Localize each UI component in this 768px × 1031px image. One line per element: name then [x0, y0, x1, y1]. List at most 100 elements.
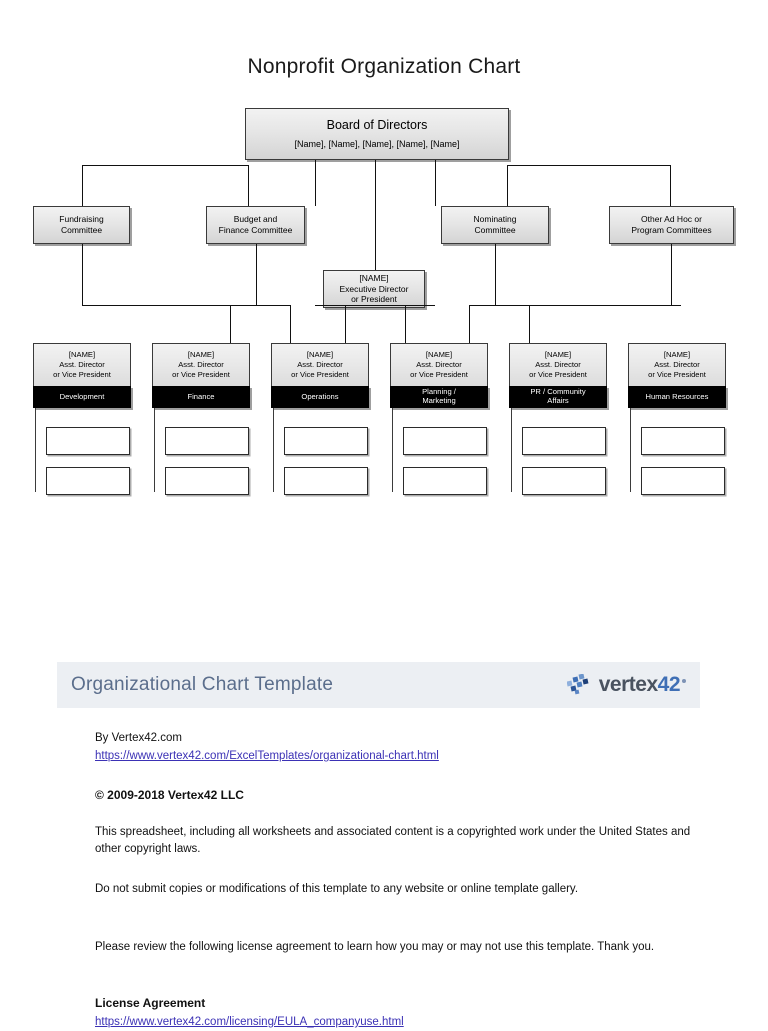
- connector-bus-directors-left: [82, 305, 290, 306]
- committee-line1: Nominating: [473, 214, 517, 225]
- subordinate-box[interactable]: [522, 427, 606, 455]
- connector-drop-director-1: [230, 305, 231, 343]
- director-name: [NAME]: [663, 349, 691, 359]
- director-department-bar[interactable]: PR / Community Affairs: [509, 386, 607, 408]
- connector-subspine-2: [154, 408, 155, 492]
- director-department: Development: [59, 392, 105, 402]
- director-department: Planning /: [422, 387, 456, 397]
- connector-subspine-5: [511, 408, 512, 492]
- connector-bus-board-left: [82, 165, 248, 166]
- connector-drop-director-6: [529, 305, 530, 343]
- subordinate-box[interactable]: [403, 427, 487, 455]
- author-line: By Vertex42.com: [95, 732, 182, 744]
- copyright-line: © 2009-2018 Vertex42 LLC: [95, 788, 244, 802]
- template-url-anchor[interactable]: https://www.vertex42.com/ExcelTemplates/…: [95, 750, 439, 762]
- director-department: Human Resources: [645, 392, 709, 402]
- director-name: [NAME]: [187, 349, 215, 359]
- subordinate-box[interactable]: [165, 427, 249, 455]
- director-column-pr-community-affairs: [NAME] Asst. Director or Vice President …: [509, 343, 607, 408]
- connector-bus-directors-center: [315, 305, 435, 306]
- director-title1: Asst. Director: [297, 359, 343, 369]
- director-header[interactable]: [NAME] Asst. Director or Vice President: [628, 343, 726, 386]
- director-name: [NAME]: [68, 349, 96, 359]
- subordinate-box[interactable]: [284, 427, 368, 455]
- director-title2: or Vice President: [529, 370, 587, 379]
- director-title2: or Vice President: [291, 370, 349, 379]
- committee-box-budget-finance[interactable]: Budget and Finance Committee: [206, 206, 305, 244]
- committee-box-other-adhoc[interactable]: Other Ad Hoc or Program Committees: [609, 206, 734, 244]
- license-url-anchor[interactable]: https://www.vertex42.com/licensing/EULA_…: [95, 1016, 404, 1028]
- connector-drop-budget: [248, 165, 249, 206]
- subordinate-box[interactable]: [46, 467, 130, 495]
- logo-word: vertex: [598, 673, 658, 696]
- executive-name: [NAME]: [359, 273, 389, 284]
- connector-bus-directors-right: [469, 305, 681, 306]
- template-url-link[interactable]: https://www.vertex42.com/ExcelTemplates/…: [95, 748, 695, 765]
- director-header[interactable]: [NAME] Asst. Director or Vice President: [390, 343, 488, 386]
- board-members: [Name], [Name], [Name], [Name], [Name]: [294, 138, 460, 149]
- connector-drop-director-5: [469, 305, 470, 343]
- director-column-planning-marketing: [NAME] Asst. Director or Vice President …: [390, 343, 488, 408]
- director-column-finance: [NAME] Asst. Director or Vice President …: [152, 343, 250, 408]
- director-title1: Asst. Director: [59, 359, 105, 369]
- committee-line1: Fundraising: [59, 214, 104, 225]
- footer-header-band: Organizational Chart Template vertex42: [57, 662, 700, 708]
- subordinate-box[interactable]: [641, 427, 725, 455]
- committee-line1: Budget and: [233, 214, 278, 225]
- executive-line2: or President: [351, 294, 397, 305]
- director-name: [NAME]: [425, 349, 453, 359]
- connector-subspine-1: [35, 408, 36, 492]
- board-of-directors-box[interactable]: Board of Directors [Name], [Name], [Name…: [245, 108, 509, 160]
- committee-line2: Committee: [60, 225, 103, 235]
- license-paragraph-3: Please review the following license agre…: [95, 941, 655, 953]
- committee-line2: Program Committees: [631, 225, 712, 235]
- subordinate-box[interactable]: [46, 427, 130, 455]
- license-heading: License Agreement: [95, 996, 206, 1010]
- connector-board-stub-center: [375, 160, 376, 270]
- connector-drop-fundraising: [82, 165, 83, 206]
- connector-board-stub-left: [315, 160, 316, 206]
- connector-subspine-3: [273, 408, 274, 492]
- director-column-operations: [NAME] Asst. Director or Vice President …: [271, 343, 369, 408]
- director-department-bar[interactable]: Operations: [271, 386, 369, 408]
- director-department: PR / Community: [530, 387, 586, 397]
- director-title1: Asst. Director: [178, 359, 224, 369]
- director-title2: or Vice President: [648, 370, 706, 379]
- logo-number: 42: [657, 673, 681, 696]
- connector-subspine-6: [630, 408, 631, 492]
- director-header[interactable]: [NAME] Asst. Director or Vice President: [509, 343, 607, 386]
- vertex42-logo[interactable]: vertex42: [566, 673, 686, 697]
- subordinate-box[interactable]: [522, 467, 606, 495]
- committee-box-nominating[interactable]: Nominating Committee: [441, 206, 549, 244]
- license-paragraph-1: This spreadsheet, including all workshee…: [95, 826, 691, 856]
- connector-drop-director-3: [345, 305, 346, 343]
- director-department-bar[interactable]: Development: [33, 386, 131, 408]
- connector-drop-other: [670, 165, 671, 206]
- subordinate-box[interactable]: [284, 467, 368, 495]
- director-title2: or Vice President: [172, 370, 230, 379]
- committee-box-fundraising[interactable]: Fundraising Committee: [33, 206, 130, 244]
- director-department-bar[interactable]: Human Resources: [628, 386, 726, 408]
- director-department-bar[interactable]: Planning / Marketing: [390, 386, 488, 408]
- director-header[interactable]: [NAME] Asst. Director or Vice President: [152, 343, 250, 386]
- director-department-bar[interactable]: Finance: [152, 386, 250, 408]
- subordinate-box[interactable]: [403, 467, 487, 495]
- director-department-line2: Affairs: [547, 396, 569, 405]
- director-header[interactable]: [NAME] Asst. Director or Vice President: [33, 343, 131, 386]
- connector-drop-director-2: [290, 305, 291, 343]
- subordinate-box[interactable]: [165, 467, 249, 495]
- committee-line2: Finance Committee: [218, 225, 293, 235]
- subordinate-box[interactable]: [641, 467, 725, 495]
- director-header[interactable]: [NAME] Asst. Director or Vice President: [271, 343, 369, 386]
- license-url-link[interactable]: https://www.vertex42.com/licensing/EULA_…: [95, 1014, 695, 1031]
- director-name: [NAME]: [544, 349, 572, 359]
- executive-line1: Executive Director: [339, 283, 409, 294]
- page-title: Nonprofit Organization Chart: [247, 55, 521, 78]
- director-department-line2: Marketing: [422, 396, 456, 405]
- connector-subspine-4: [392, 408, 393, 492]
- director-department: Finance: [187, 392, 215, 402]
- footer-title: Organizational Chart Template: [71, 674, 334, 695]
- logo-dot: [682, 679, 686, 683]
- executive-director-box[interactable]: [NAME] Executive Director or President: [323, 270, 425, 308]
